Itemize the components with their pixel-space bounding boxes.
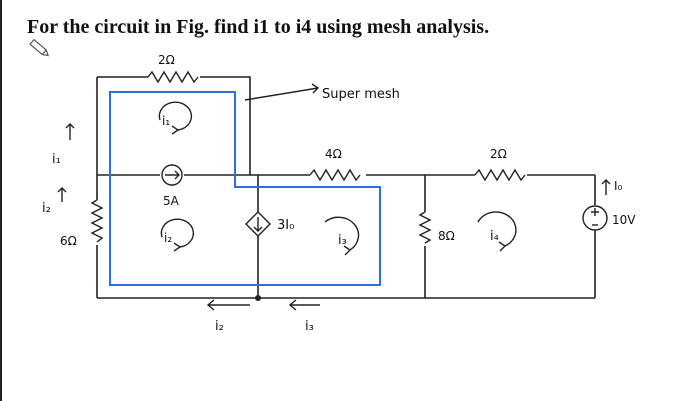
label-i3-mesh: i₃ — [338, 233, 347, 248]
label-r-mid: 4Ω — [325, 147, 342, 161]
question-title: For the circuit in Fig. find i1 to i4 us… — [27, 16, 490, 38]
resistor-top-2ohm — [147, 70, 199, 84]
label-current-source: 5A — [163, 194, 180, 208]
mesh-arrow-icon — [158, 101, 193, 135]
label-i0: I₀ — [614, 179, 623, 193]
mesh-arrow-icon — [160, 218, 195, 252]
label-r-top: 2Ω — [158, 53, 175, 67]
pencil-icon — [29, 38, 49, 57]
label-supermesh: Super mesh — [322, 87, 400, 102]
dependent-current-source — [245, 211, 271, 237]
resistor-left-6ohm — [90, 199, 104, 243]
label-i3-bottom: i₃ — [305, 319, 314, 334]
voltage-source-10v — [582, 205, 608, 231]
label-i2-mesh: i₂ — [164, 231, 172, 245]
label-voltage-source: 10V — [612, 213, 636, 227]
resistor-mid-4ohm — [309, 168, 361, 182]
arrow-icon — [288, 299, 320, 311]
arrow-icon — [65, 123, 75, 140]
circuit-wires — [96, 76, 596, 299]
mesh-arrow-icon — [324, 216, 360, 256]
resistor-center-8ohm — [418, 211, 432, 244]
label-i4-mesh: i₄ — [490, 229, 499, 244]
left-edge-line — [0, 0, 2, 401]
supermesh-outline — [109, 91, 381, 286]
arrow-icon — [206, 299, 250, 311]
label-i2-bottom: i₂ — [215, 319, 224, 334]
arrow-icon — [601, 179, 611, 195]
label-r-right: 2Ω — [490, 147, 507, 161]
arrow-icon — [244, 83, 320, 101]
current-source-5a — [161, 164, 183, 186]
label-r-left: 6Ω — [60, 234, 77, 248]
resistor-right-2ohm — [474, 168, 526, 182]
label-i1-mesh: i₁ — [162, 114, 170, 128]
label-i2-left: i₂ — [42, 201, 51, 216]
label-r-center: 8Ω — [438, 229, 455, 243]
arrow-icon — [57, 187, 67, 202]
mesh-arrow-icon — [477, 211, 517, 252]
label-i1-left: i₁ — [52, 152, 61, 167]
node-dot — [255, 295, 261, 301]
label-dependent-source: 3I₀ — [277, 218, 294, 233]
